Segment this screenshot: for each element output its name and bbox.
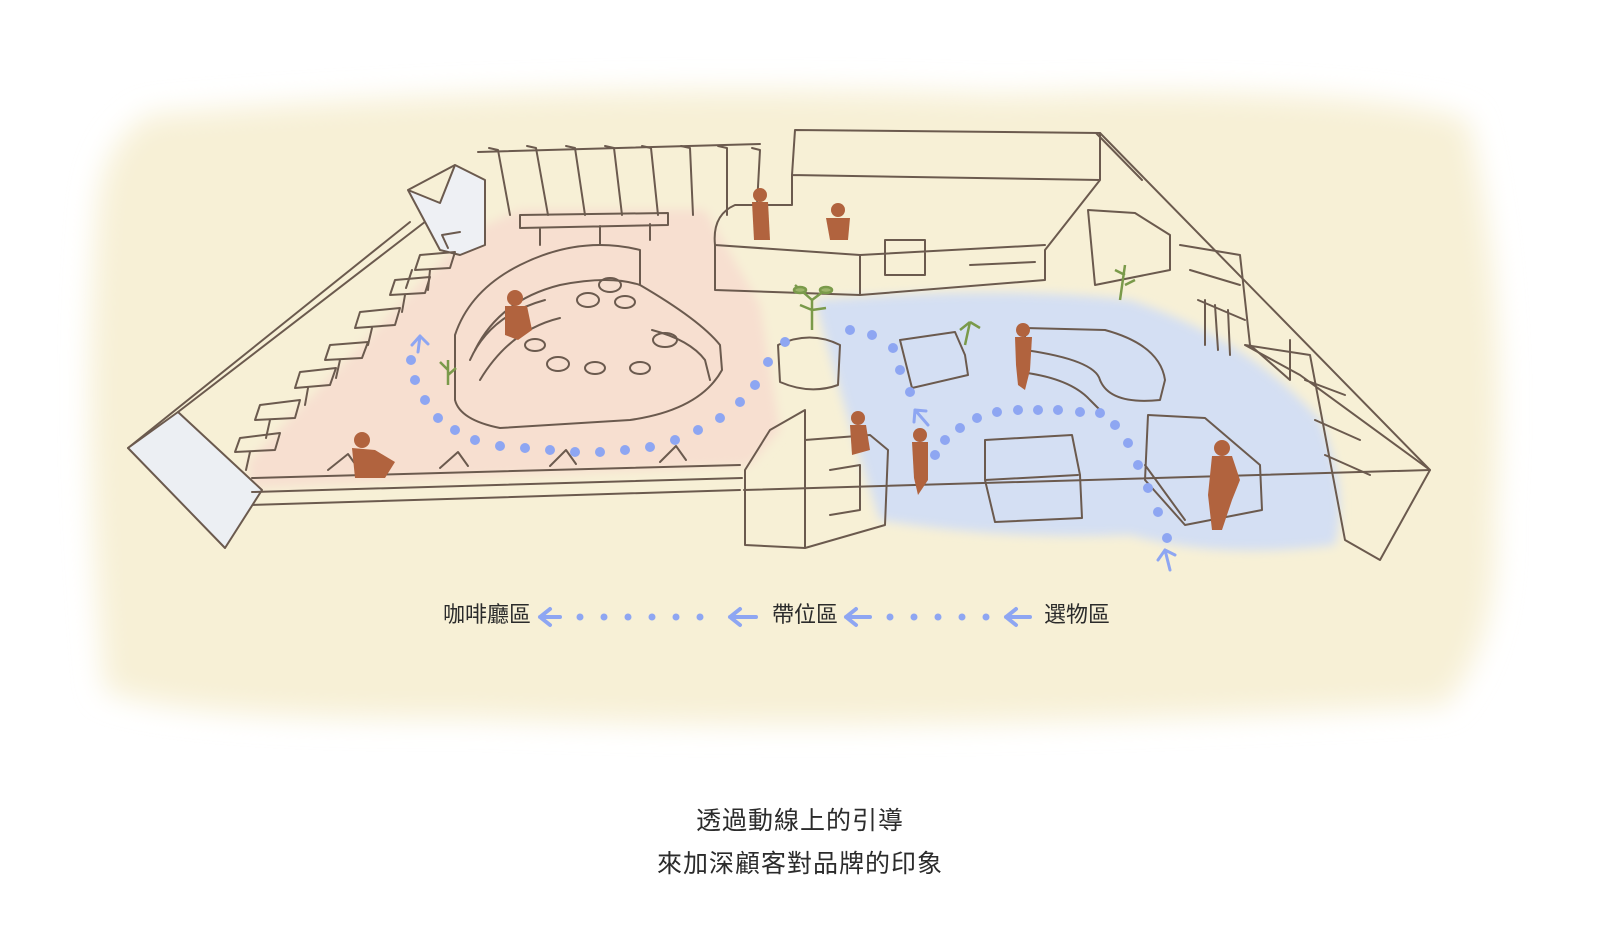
cafe-floor [248,210,780,488]
cafe-chairs [234,231,461,471]
shop-table-a [899,331,969,389]
shop-table-b [984,434,1083,523]
left-facade [177,217,431,413]
flow-label-shop: 選物區 [1044,603,1111,628]
person-icon [352,188,1240,530]
line-drawing [127,129,1431,561]
back-columns [477,143,761,216]
stools [524,277,678,375]
entrance-block [127,411,263,549]
clothing-rack [1197,299,1246,356]
shop-floor [815,292,1340,551]
flow-line [576,613,990,621]
path-arrows [410,334,1177,572]
caption-line-1: 透過動線上的引導 [695,806,904,835]
circulation-path [406,325,1172,543]
caption-line-2: 來加深顧客對品牌的印象 [656,849,943,878]
booth-inner [469,299,711,381]
laptops [327,445,687,471]
back-cabinet [407,164,486,256]
flow-label-cafe: 咖啡廳區 [443,603,532,628]
plant-icon [439,264,1136,385]
service-counter [713,129,1101,296]
bar-counter [519,212,669,246]
host-stand [744,409,889,549]
shop-table-c [1144,414,1263,526]
right-display [1244,344,1431,561]
front-ledge [251,464,743,493]
tree-planter [777,336,841,391]
flow-label-seating: 帶位區 [772,603,839,628]
left-arrow-icon [538,607,1032,627]
